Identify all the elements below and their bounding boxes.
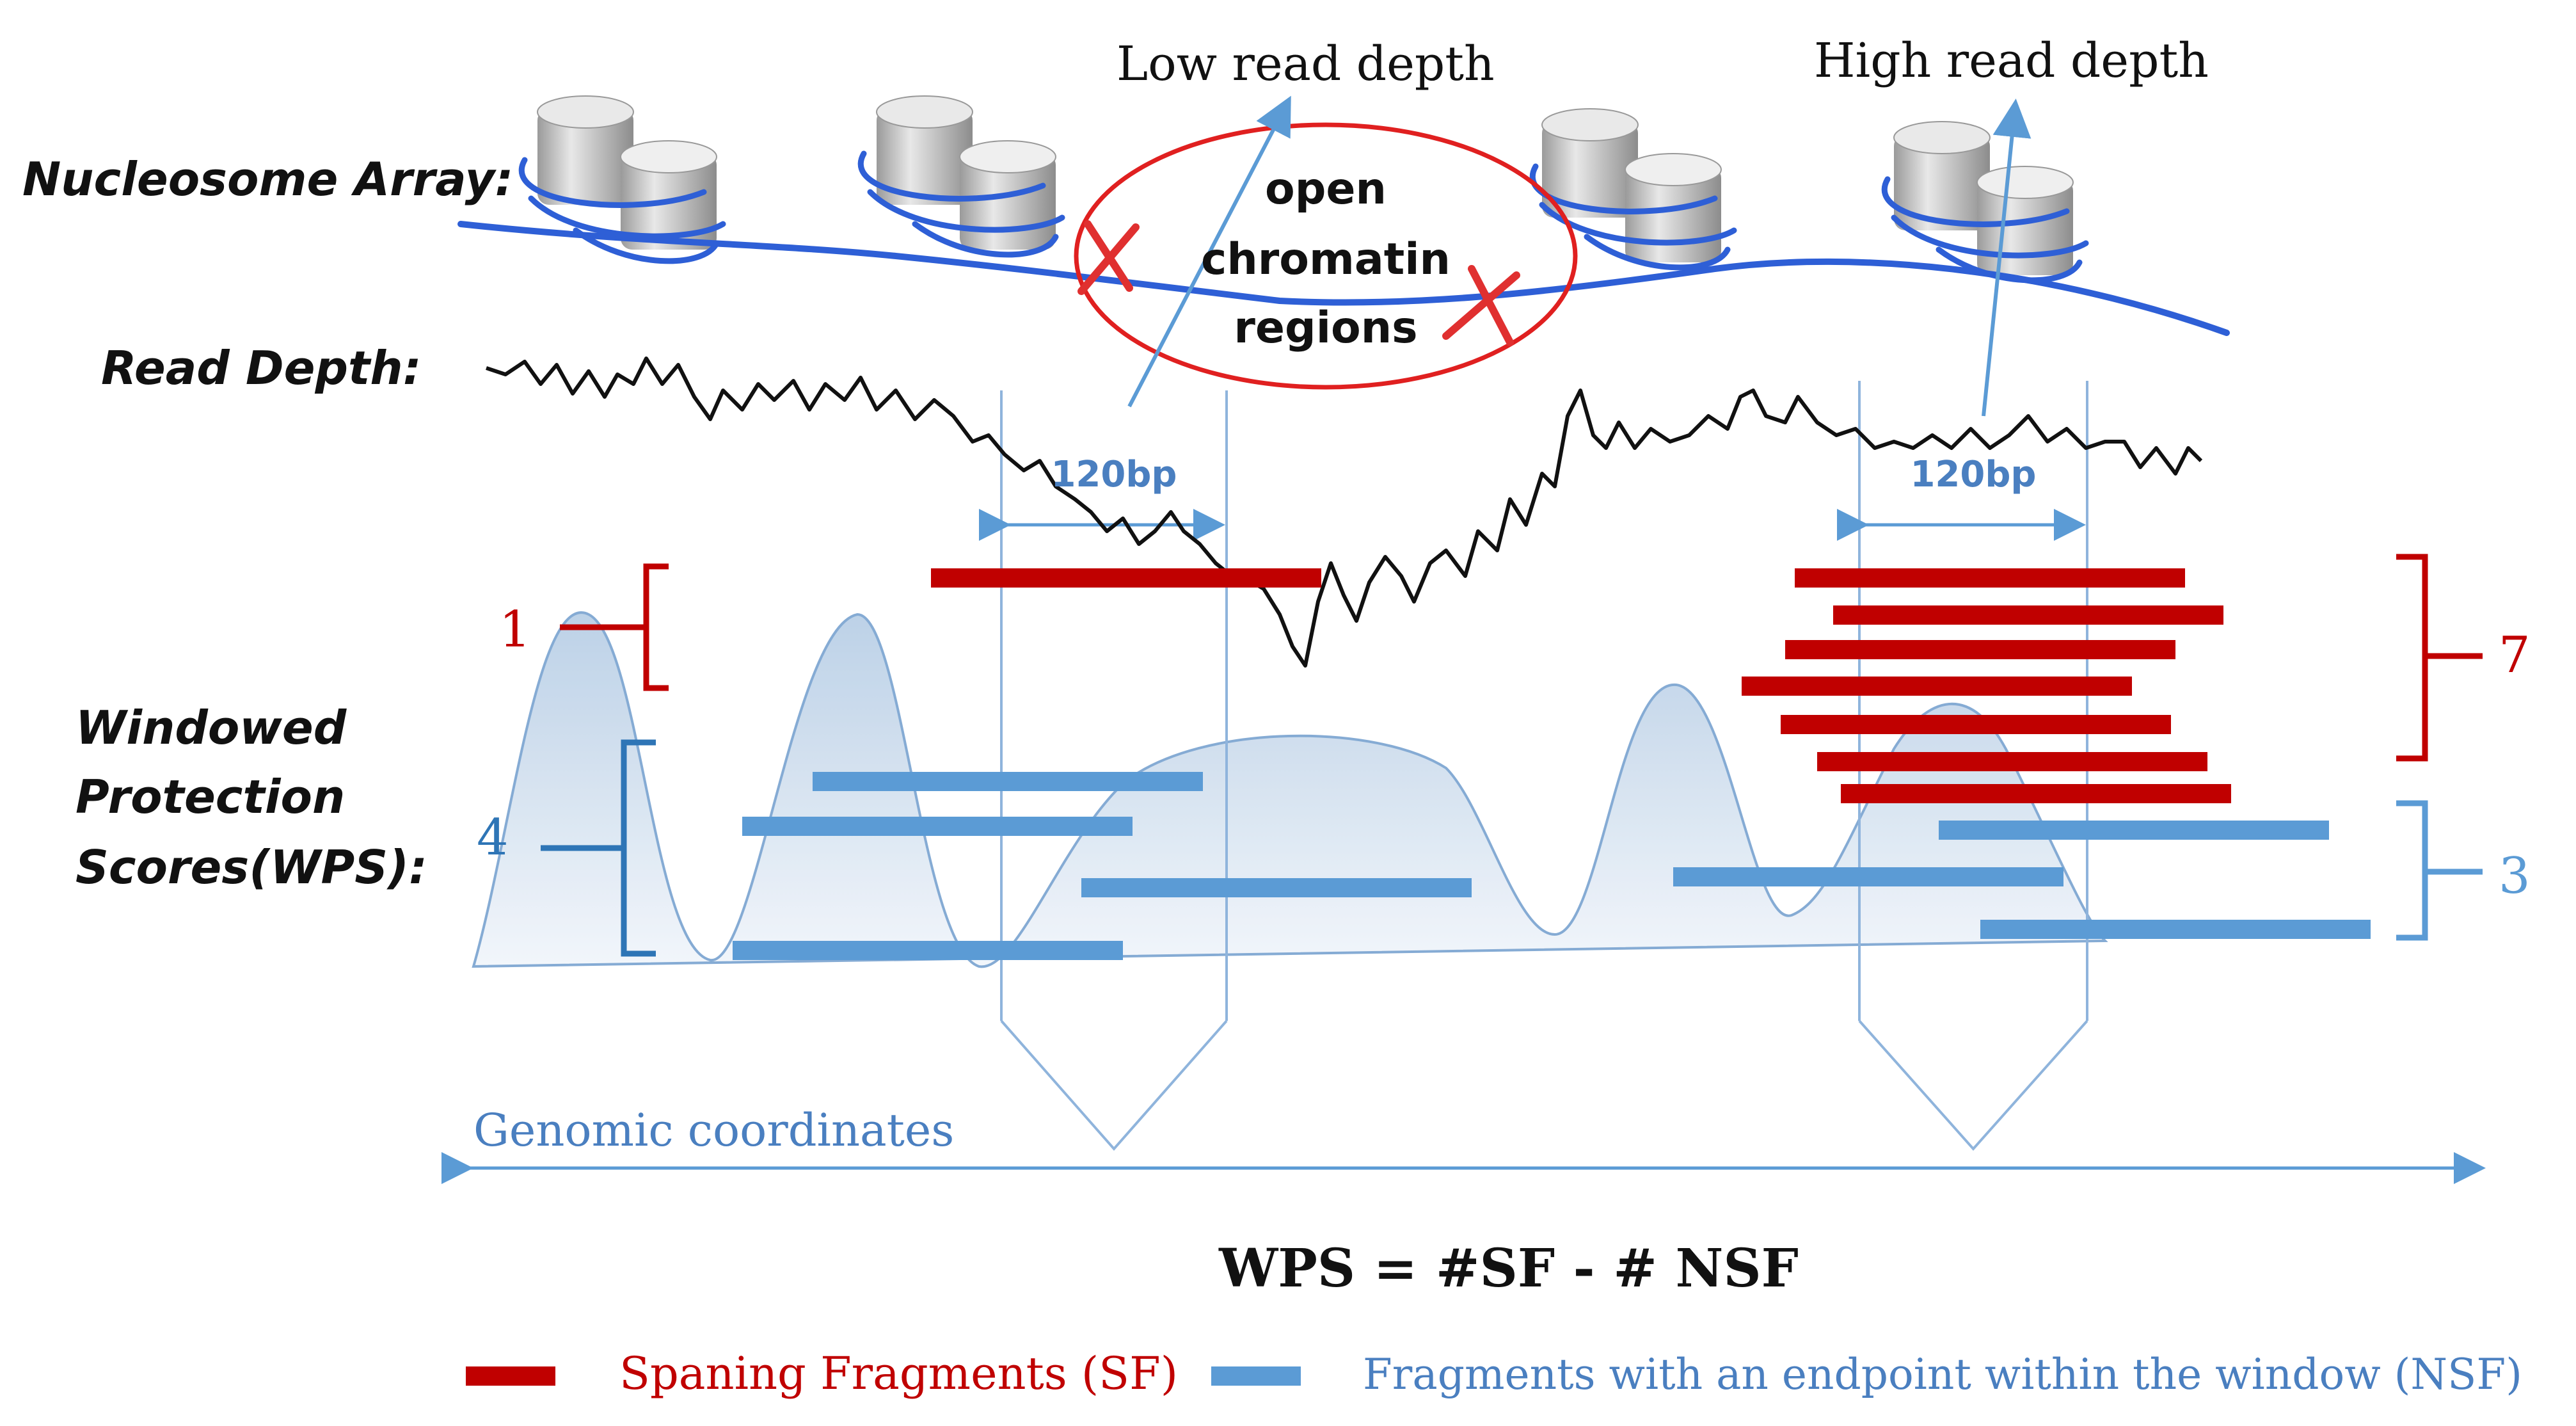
nsf-fragment <box>742 817 1133 836</box>
brace-nsf-right <box>2396 800 2483 941</box>
red-x-icon <box>1442 265 1520 346</box>
sf-fragments-left <box>931 568 1321 588</box>
sf-fragment <box>1785 640 2175 659</box>
count-sf-right: 7 <box>2499 627 2531 684</box>
label-wps-3: Scores(WPS): <box>76 840 427 894</box>
nsf-fragment <box>1980 920 2371 939</box>
label-window-left: 120bp <box>1051 454 1177 495</box>
label-open-chromatin-2: chromatin <box>1201 234 1451 285</box>
count-nsf-left: 4 <box>477 809 509 867</box>
label-wps-1: Windowed <box>76 701 347 755</box>
label-genomic-coordinates: Genomic coordinates <box>473 1104 954 1157</box>
sf-fragment <box>1817 752 2207 771</box>
brace-sf-right <box>2396 554 2483 762</box>
wps-formula: WPS = #SF - # NSF <box>1218 1238 1799 1299</box>
sf-fragment <box>931 568 1321 588</box>
label-read-depth: Read Depth: <box>101 341 421 395</box>
brace-sf-left <box>560 563 669 691</box>
legend-sf-swatch <box>466 1366 555 1386</box>
open-chromatin-ellipse <box>1074 122 1578 390</box>
label-open-chromatin-1: open <box>1265 164 1387 214</box>
legend-nsf-label: Fragments with an endpoint within the wi… <box>1363 1350 2522 1399</box>
dna-strand <box>457 221 2230 336</box>
nsf-fragment <box>1939 821 2329 840</box>
nsf-fragments-right <box>1673 821 2371 939</box>
label-high-read-depth: High read depth <box>1814 33 2209 88</box>
nsf-fragment <box>1081 878 1472 897</box>
sf-fragment <box>1781 715 2171 734</box>
brace-nsf-left <box>541 739 656 957</box>
label-open-chromatin-3: regions <box>1234 303 1417 353</box>
sf-fragments-right <box>1742 568 2231 803</box>
sf-fragment <box>1833 605 2223 625</box>
count-nsf-right: 3 <box>2499 847 2531 905</box>
sf-fragment <box>1795 568 2185 588</box>
high-depth-arrow <box>1982 99 2031 417</box>
label-nucleosome-array: Nucleosome Array: <box>22 152 513 206</box>
read-depth-trace <box>486 356 2203 668</box>
nsf-fragment <box>1673 867 2063 886</box>
label-wps-2: Protection <box>76 770 345 824</box>
nsf-fragments-left <box>733 772 1472 960</box>
label-low-read-depth: Low read depth <box>1117 36 1495 92</box>
red-x-icon <box>1077 220 1140 295</box>
label-window-right: 120bp <box>1910 454 2036 495</box>
legend-nsf-swatch <box>1211 1366 1301 1386</box>
low-depth-arrow <box>1127 95 1291 408</box>
window-right <box>1858 381 2088 1151</box>
dna-wraps <box>518 150 2089 284</box>
sf-fragment <box>1841 784 2231 803</box>
window-left <box>1000 390 1228 1151</box>
nsf-fragment <box>813 772 1203 791</box>
legend-sf-label: Spaning Fragments (SF) <box>619 1347 1178 1400</box>
nsf-fragment <box>733 941 1123 960</box>
nucleosome-cylinders-icon <box>537 95 717 250</box>
sf-fragment <box>1742 677 2132 696</box>
count-sf-left: 1 <box>499 601 531 659</box>
